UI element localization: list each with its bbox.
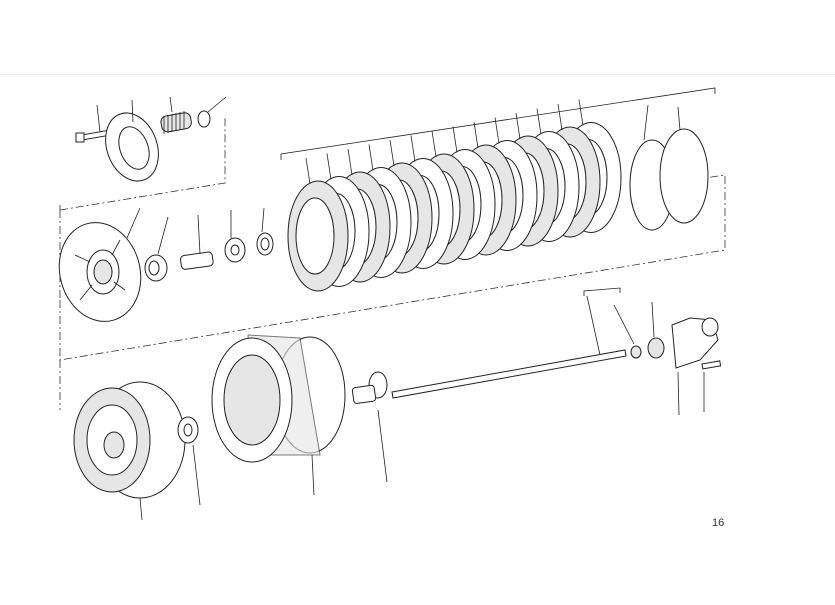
snap-ring bbox=[197, 96, 227, 128]
page-number: 16 bbox=[712, 517, 725, 529]
cylinder-bolt bbox=[701, 360, 722, 412]
pressure-plate bbox=[58, 207, 142, 322]
springs bbox=[160, 96, 192, 134]
slave-piston bbox=[647, 301, 665, 359]
bolt bbox=[75, 104, 113, 143]
assembly-outline-middle bbox=[59, 174, 726, 361]
lock-washer bbox=[256, 207, 274, 256]
clutch-plate-stack bbox=[287, 99, 622, 292]
nut bbox=[224, 210, 246, 263]
bushing bbox=[351, 371, 388, 483]
pushrod-piston bbox=[180, 214, 214, 270]
thrust-washer bbox=[177, 416, 201, 506]
slave-cylinder bbox=[671, 317, 719, 416]
pushrod-bracket bbox=[583, 287, 621, 296]
pushrod bbox=[391, 295, 627, 399]
bearing bbox=[144, 216, 169, 282]
clutch-hub bbox=[73, 381, 186, 521]
spacer-ring-2 bbox=[659, 106, 709, 224]
seal-washer bbox=[613, 304, 642, 359]
pressure-cap bbox=[105, 99, 159, 182]
header-divider bbox=[0, 74, 835, 75]
plate-set-bracket bbox=[280, 87, 716, 160]
clutch-basket bbox=[211, 334, 346, 496]
friction-plate bbox=[287, 157, 349, 292]
